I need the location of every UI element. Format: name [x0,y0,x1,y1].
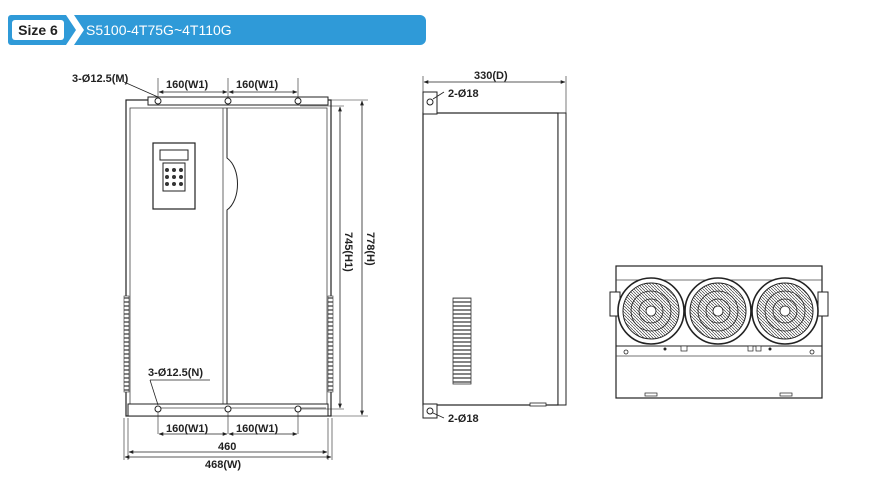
side-vent-grille [452,297,472,385]
side-top-hole-label: 2-Ø18 [448,88,479,100]
keypad-display [159,149,189,161]
mount-hole-top-left [154,97,162,105]
overall-width-label: 468(W) [205,459,241,471]
right-vent [327,295,334,393]
fan-icon [684,277,752,345]
mount-hole-bottom-center [224,405,232,413]
inner-width-label: 460 [218,441,236,453]
fan-icon [751,277,819,345]
bottom-view [609,265,829,399]
model-range-title: S5100-4T75G~4T110G [86,22,232,38]
left-vent [123,295,130,393]
depth-label: 330(D) [474,70,508,82]
overall-height-label: 778(H) [364,232,376,266]
side-view: 330(D) 2-Ø18 2-Ø18 [422,70,567,425]
mount-hole-top-right [294,97,302,105]
w1-bottom-right-label: 160(W1) [236,423,279,435]
w1-bottom-left-label: 160(W1) [166,423,209,435]
chevron-right-icon [66,15,84,45]
side-rear-panel [557,112,567,406]
size-badge: Size 6 [12,20,64,40]
bottom-hole-label: 3-Ø12.5(N) [148,367,203,379]
mount-hole-bottom-left [154,405,162,413]
mount-hole-top-center [224,97,232,105]
mount-height-label: 745(H1) [342,232,354,272]
cover-divider [226,108,238,404]
w1-top-left-label: 160(W1) [166,79,209,91]
top-hole-label: 3-Ø12.5(M) [72,73,129,85]
model-banner: Size 6 S5100-4T75G~4T110G [8,15,426,45]
side-body-outline [422,112,559,406]
front-view: 3-Ø12.5(M) 160(W1) 160(W1) 745(H1) 778(H… [72,73,376,471]
side-bottom-hole-label: 2-Ø18 [448,413,479,425]
fan-icon [617,277,685,345]
top-flange [147,96,329,106]
w1-top-right-label: 160(W1) [236,79,279,91]
